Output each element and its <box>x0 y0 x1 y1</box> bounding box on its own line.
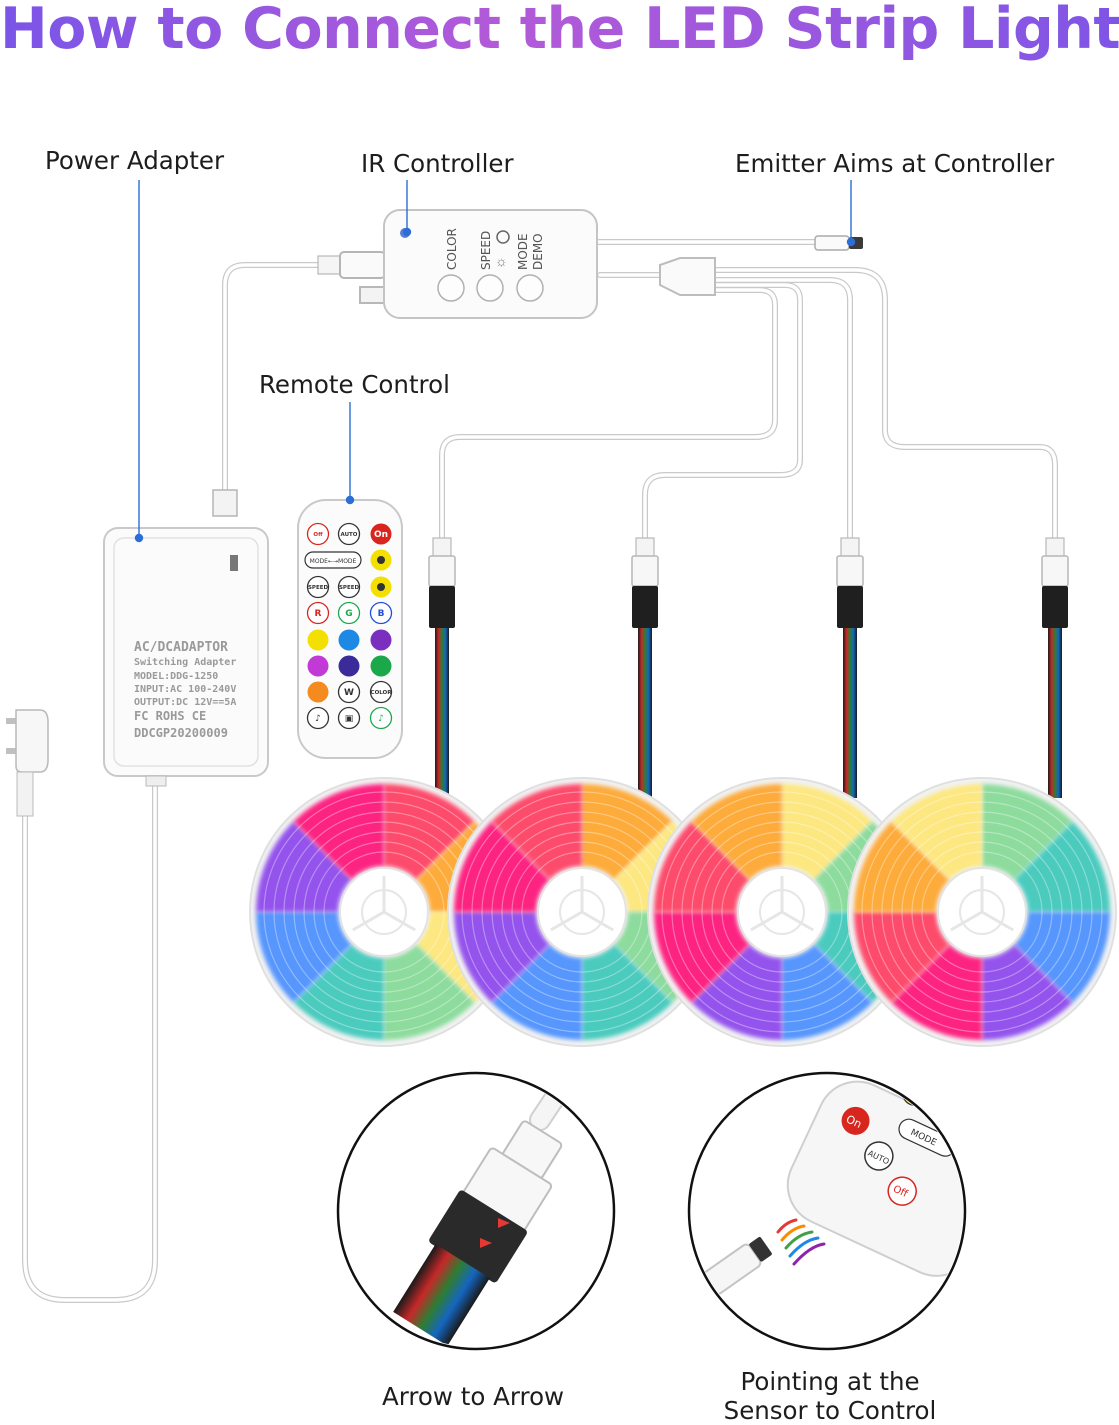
pointing-label-line2: Sensor to Control <box>723 1396 937 1425</box>
remote-key[interactable] <box>369 601 393 625</box>
wall-plug <box>6 709 49 817</box>
remote-key-label: W <box>344 688 354 698</box>
color-button-label: COLOR <box>445 228 459 270</box>
speed-button <box>476 274 504 302</box>
remote-key-label: SPEED <box>308 585 329 591</box>
color-button <box>437 274 465 302</box>
led-reels <box>249 777 1117 1047</box>
splitter-hub <box>659 257 716 296</box>
speed-button-label: SPEED <box>479 231 493 270</box>
pointing-label-line1: Pointing at the <box>740 1367 920 1396</box>
zoom-arrow-to-arrow <box>336 1071 616 1351</box>
remote-mode-label: MODE←→MODE <box>310 558 357 565</box>
ir-controller: COLOR SPEED MODE DEMO ☼ <box>359 209 598 319</box>
adapter-line6: FC ROHS CE <box>134 709 206 723</box>
remote-key-label: ♪ <box>315 714 321 724</box>
remote-key[interactable] <box>337 706 361 730</box>
adapter-line7: DDCGP20200009 <box>134 726 228 740</box>
led-strip-reel-2 <box>447 777 717 1047</box>
remote-key[interactable] <box>307 629 329 651</box>
remote-key-label: G <box>345 609 352 619</box>
leader-lines <box>134 180 856 543</box>
strip-connector-2 <box>631 537 659 798</box>
remote-key[interactable] <box>338 629 360 651</box>
power-adapter: AC/DCADAPTOR Switching Adapter MODEL:DDG… <box>103 489 269 787</box>
remote-key[interactable] <box>369 680 393 704</box>
strip-connector-4 <box>1041 537 1069 798</box>
zoom-on-key: On <box>844 1112 864 1130</box>
remote-key[interactable] <box>337 575 361 599</box>
remote-key-label: ♪ <box>378 714 384 724</box>
ir-controller-label: IR Controller <box>361 149 514 178</box>
remote-key-label: On <box>374 530 388 540</box>
mode-button <box>516 274 544 302</box>
adapter-line3: MODEL:DDG-1250 <box>134 671 218 682</box>
remote-key-label: AUTO <box>341 532 358 538</box>
remote-key[interactable] <box>370 655 392 677</box>
strip-connectors <box>428 537 1069 798</box>
remote-key[interactable] <box>337 522 361 546</box>
page-title: How to Connect the LED Strip Lights <box>0 0 1119 62</box>
remote-key-label: SPEED <box>339 585 360 591</box>
remote-key[interactable] <box>307 681 329 703</box>
demo-button-label: DEMO <box>531 233 545 270</box>
led-strip-reel-4 <box>847 777 1117 1047</box>
remote-key[interactable] <box>306 522 330 546</box>
adapter-line1: AC/DCADAPTOR <box>134 640 228 655</box>
remote-key-label: COLOR <box>371 690 393 696</box>
strip-connector-3 <box>836 537 864 798</box>
remote-key[interactable] <box>369 706 393 730</box>
zoom-pointing-sensor: On AUTO Off MODE <box>687 1071 967 1351</box>
controller-input-plug <box>317 251 386 279</box>
remote-key[interactable] <box>306 575 330 599</box>
remote-key[interactable] <box>306 706 330 730</box>
remote-key-label: B <box>378 609 385 619</box>
remote-mode-key <box>304 551 362 569</box>
mode-button-label: MODE <box>516 233 530 270</box>
adapter-line5: OUTPUT:DC 12V==5A <box>134 697 236 708</box>
strip-connector-1 <box>428 537 456 798</box>
adapter-line4: INPUT:AC 100-240V <box>134 684 236 695</box>
remote-key[interactable] <box>370 523 392 545</box>
arrow-to-arrow-label: Arrow to Arrow <box>382 1382 565 1411</box>
remote-key[interactable] <box>337 680 361 704</box>
remote-key[interactable] <box>306 601 330 625</box>
remote-key[interactable] <box>338 655 360 677</box>
remote-key-label: Off <box>313 532 323 538</box>
brightness-icon: ☼ <box>495 253 508 269</box>
ir-emitter <box>814 235 863 251</box>
remote-key[interactable] <box>370 629 392 651</box>
remote-key[interactable] <box>307 655 329 677</box>
emitter-label: Emitter Aims at Controller <box>735 149 1055 178</box>
cables <box>22 239 1058 1303</box>
remote-key-label: ▣ <box>345 714 354 724</box>
remote-key-label: R <box>315 609 322 619</box>
adapter-line2: Switching Adapter <box>134 656 236 668</box>
power-adapter-label: Power Adapter <box>45 146 225 175</box>
remote-key[interactable] <box>337 601 361 625</box>
remote-control-label: Remote Control <box>259 370 450 399</box>
power-icon <box>496 230 510 244</box>
